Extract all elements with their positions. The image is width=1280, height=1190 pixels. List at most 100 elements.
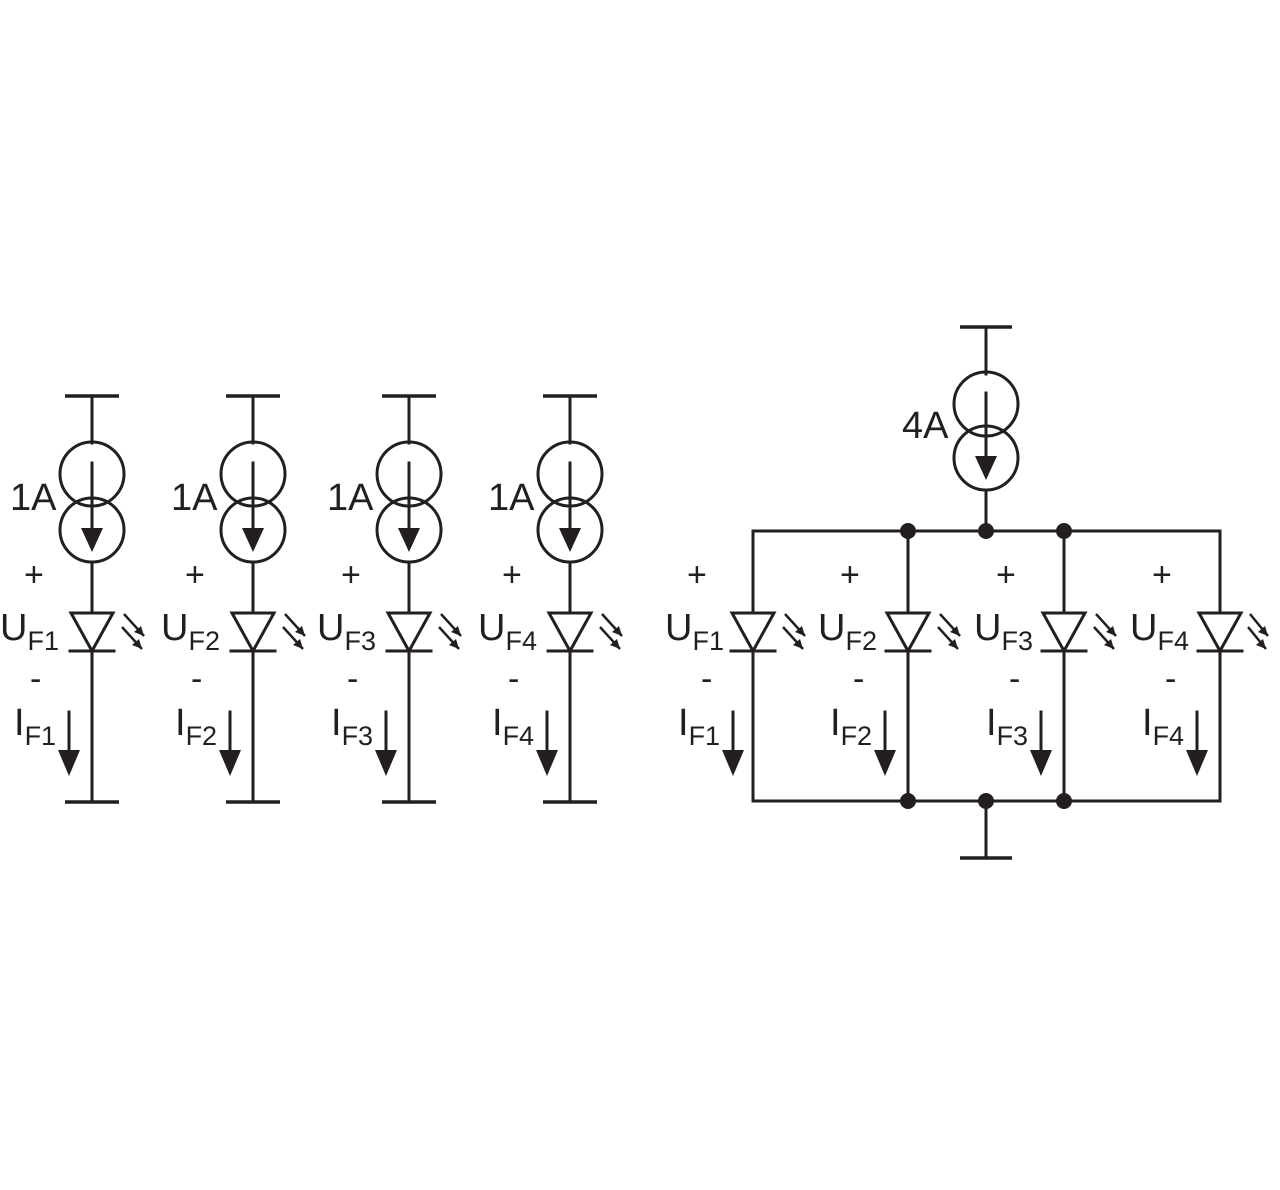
svg-text:IF1: IF1 bbox=[678, 702, 720, 751]
svg-text:UF3: UF3 bbox=[317, 607, 376, 656]
minus-sign: - bbox=[1009, 660, 1020, 698]
svg-text:UF1: UF1 bbox=[665, 607, 724, 656]
current-arrow-icon bbox=[219, 710, 241, 776]
led-icon bbox=[229, 611, 306, 655]
svg-text:IF2: IF2 bbox=[830, 702, 872, 751]
current-source-icon bbox=[375, 440, 443, 564]
junction-dots bbox=[900, 523, 1072, 809]
voltage-subscript: F3 bbox=[344, 626, 376, 656]
plus-sign: + bbox=[840, 556, 860, 594]
current-symbol: I bbox=[175, 702, 186, 744]
current-symbol: I bbox=[492, 702, 503, 744]
minus-sign: - bbox=[191, 660, 202, 698]
minus-sign: - bbox=[347, 660, 358, 698]
source-label: 1A bbox=[488, 477, 535, 519]
separate-circuit-1: 1A + UF1 - IF1 bbox=[0, 394, 145, 804]
plus-sign: + bbox=[502, 556, 522, 594]
voltage-subscript: F3 bbox=[1001, 626, 1033, 656]
voltage-symbol: U bbox=[665, 607, 692, 649]
led-icon bbox=[729, 611, 806, 655]
source-label: 1A bbox=[10, 477, 57, 519]
current-subscript: F3 bbox=[997, 721, 1029, 751]
current-source-icon bbox=[536, 440, 604, 564]
source-label: 1A bbox=[327, 477, 374, 519]
current-source-icon bbox=[58, 440, 126, 564]
voltage-subscript: F4 bbox=[505, 626, 537, 656]
plus-sign: + bbox=[687, 556, 707, 594]
separate-circuit-3: 1A + UF3 - IF3 bbox=[317, 394, 462, 804]
junction-dot bbox=[978, 793, 994, 809]
current-subscript: F2 bbox=[841, 721, 873, 751]
led-icon bbox=[1196, 611, 1269, 655]
minus-sign: - bbox=[1165, 660, 1176, 698]
led-icon bbox=[546, 611, 623, 655]
voltage-symbol: U bbox=[0, 607, 27, 649]
led-icon bbox=[1040, 611, 1117, 655]
voltage-symbol: U bbox=[161, 607, 188, 649]
current-symbol: I bbox=[830, 702, 841, 744]
source-label: 4A bbox=[902, 405, 949, 447]
minus-sign: - bbox=[30, 660, 41, 698]
svg-text:IF3: IF3 bbox=[986, 702, 1028, 751]
voltage-symbol: U bbox=[818, 607, 845, 649]
plus-sign: + bbox=[1152, 556, 1172, 594]
led-icon bbox=[385, 611, 462, 655]
current-arrow-icon bbox=[1186, 710, 1208, 776]
parallel-circuit: 4A bbox=[665, 325, 1269, 860]
current-arrow-icon bbox=[874, 710, 896, 776]
voltage-symbol: U bbox=[317, 607, 344, 649]
voltage-subscript: F1 bbox=[692, 626, 724, 656]
current-subscript: F4 bbox=[503, 721, 535, 751]
minus-sign: - bbox=[508, 660, 519, 698]
svg-text:UF4: UF4 bbox=[1130, 607, 1189, 656]
current-symbol: I bbox=[678, 702, 689, 744]
current-arrow-icon bbox=[58, 710, 80, 776]
current-subscript: F1 bbox=[689, 721, 721, 751]
current-subscript: F3 bbox=[342, 721, 374, 751]
source-label: 1A bbox=[171, 477, 218, 519]
voltage-subscript: F2 bbox=[188, 626, 220, 656]
current-source-icon bbox=[952, 370, 1020, 492]
current-source-icon bbox=[219, 440, 287, 564]
parallel-branch-1: + UF1 - IF1 bbox=[665, 529, 806, 803]
svg-text:UF4: UF4 bbox=[478, 607, 537, 656]
svg-text:IF1: IF1 bbox=[14, 702, 56, 751]
led-icon bbox=[68, 611, 145, 655]
voltage-symbol: U bbox=[478, 607, 505, 649]
voltage-subscript: F2 bbox=[845, 626, 877, 656]
junction-dot bbox=[978, 523, 994, 539]
plus-sign: + bbox=[341, 556, 361, 594]
voltage-subscript: F1 bbox=[27, 626, 59, 656]
current-arrow-icon bbox=[375, 710, 397, 776]
current-arrow-icon bbox=[1030, 710, 1052, 776]
svg-text:UF2: UF2 bbox=[161, 607, 220, 656]
current-symbol: I bbox=[1142, 702, 1153, 744]
svg-text:IF3: IF3 bbox=[331, 702, 373, 751]
current-arrow-icon bbox=[722, 710, 744, 776]
svg-text:UF3: UF3 bbox=[974, 607, 1033, 656]
svg-text:IF4: IF4 bbox=[492, 702, 534, 751]
led-icon bbox=[884, 611, 961, 655]
current-subscript: F2 bbox=[186, 721, 218, 751]
parallel-branch-3: + UF3 - IF3 bbox=[974, 529, 1117, 803]
current-arrow-icon bbox=[536, 710, 558, 776]
current-symbol: I bbox=[986, 702, 997, 744]
minus-sign: - bbox=[701, 660, 712, 698]
svg-text:UF1: UF1 bbox=[0, 607, 59, 656]
current-subscript: F1 bbox=[25, 721, 57, 751]
current-symbol: I bbox=[331, 702, 342, 744]
svg-text:UF2: UF2 bbox=[818, 607, 877, 656]
parallel-branch-2: + UF2 - IF2 bbox=[818, 529, 961, 803]
plus-sign: + bbox=[24, 556, 44, 594]
voltage-symbol: U bbox=[1130, 607, 1157, 649]
minus-sign: - bbox=[853, 660, 864, 698]
current-subscript: F4 bbox=[1153, 721, 1185, 751]
svg-text:IF4: IF4 bbox=[1142, 702, 1184, 751]
svg-text:IF2: IF2 bbox=[175, 702, 217, 751]
voltage-symbol: U bbox=[974, 607, 1001, 649]
separate-circuit-4: 1A + UF4 - IF4 bbox=[478, 394, 623, 804]
separate-circuit-2: 1A + UF2 - IF2 bbox=[161, 394, 306, 804]
current-symbol: I bbox=[14, 702, 25, 744]
voltage-subscript: F4 bbox=[1157, 626, 1189, 656]
